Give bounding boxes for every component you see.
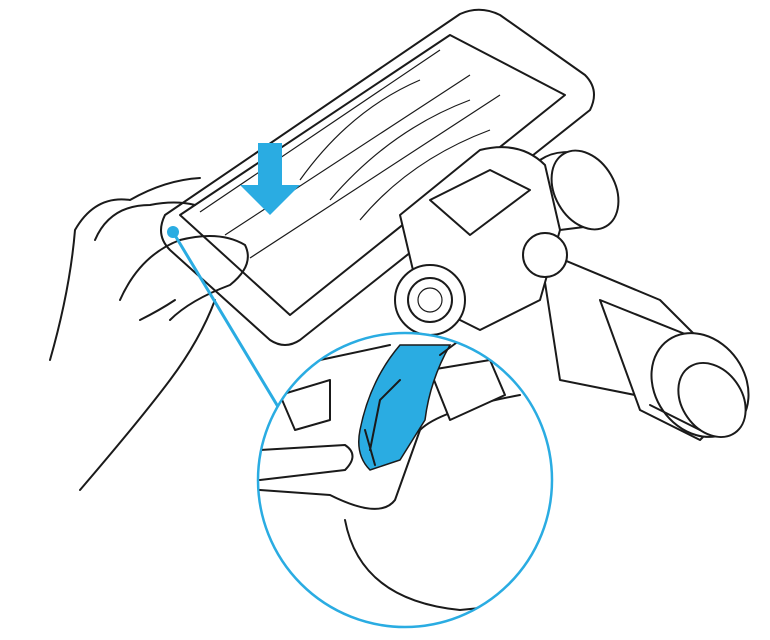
vacuum-neck-tube xyxy=(539,149,750,441)
hand-drawing xyxy=(49,177,249,491)
detail-zoom-view xyxy=(259,339,551,611)
down-arrow-icon xyxy=(240,143,300,215)
vacuum-head-body xyxy=(160,8,595,346)
brush-release-latch xyxy=(358,344,452,471)
